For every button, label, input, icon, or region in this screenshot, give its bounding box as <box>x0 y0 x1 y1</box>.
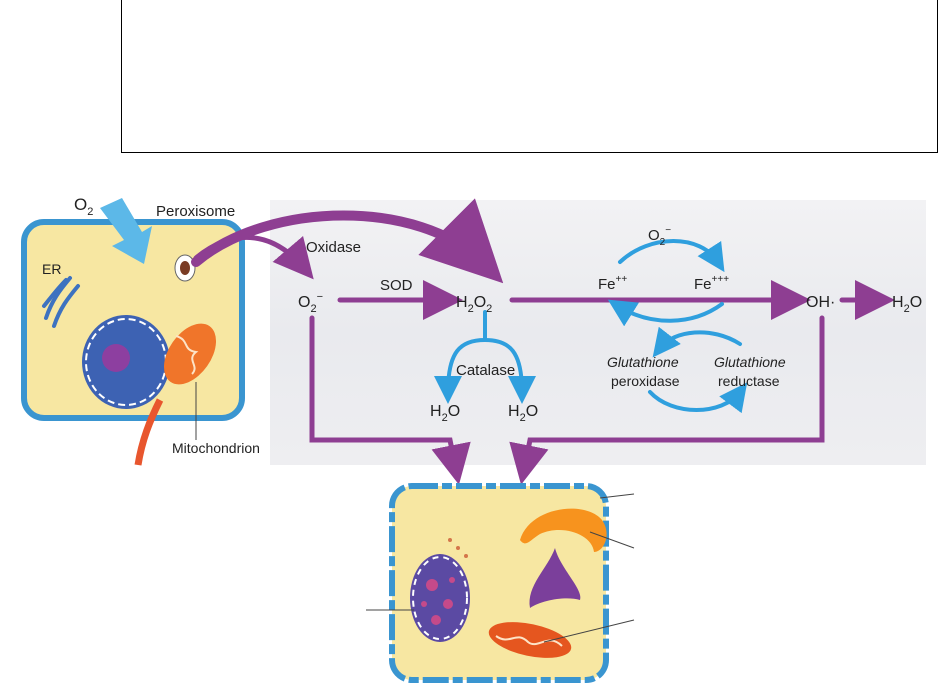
superoxide-label: O2− <box>298 291 323 315</box>
nucleus-icon <box>82 315 170 409</box>
pathway-arrows <box>191 198 895 485</box>
ferrous-iron-label: Fe++ <box>598 274 627 293</box>
glutathione-peroxidase-label-line1: Glutathione <box>607 354 679 370</box>
catalase-label: Catalase <box>456 362 515 379</box>
peroxisome-label: Peroxisome <box>156 203 235 220</box>
enzyme-arrows <box>434 239 748 414</box>
vacuole-icon <box>529 548 581 608</box>
water-label-2: H2O <box>508 403 538 424</box>
glutathione-reductase-label-line2: reductase <box>718 373 780 389</box>
er-icon <box>42 276 80 328</box>
glutathione-peroxidase-label-line2: peroxidase <box>611 373 680 389</box>
ferric-iron-label: Fe+++ <box>694 274 729 293</box>
damaged-cell <box>366 483 635 683</box>
final-water-label: H2O <box>892 294 922 315</box>
mitochondrion-icon <box>163 323 217 385</box>
hydroxyl-radical-label: OH· <box>806 294 835 311</box>
o2-label: O2 <box>74 195 93 218</box>
scanned-text-background <box>270 200 926 465</box>
er-label: ER <box>42 261 61 277</box>
o2-arrow-icon <box>100 198 152 264</box>
cycle-superoxide-label: O2− <box>648 225 671 248</box>
sod-label: SOD <box>380 277 413 294</box>
glutathione-reductase-label-line1: Glutathione <box>714 354 786 370</box>
peroxisome-icon <box>174 254 196 282</box>
h2o2-label: H2O2 <box>456 294 492 315</box>
fragmented-nucleus-icon <box>410 538 470 642</box>
normal-cell <box>21 219 245 466</box>
mitochondrion-label: Mitochondrion <box>172 440 260 456</box>
oxidase-label: Oxidase <box>306 239 361 256</box>
blank-answer-box <box>121 0 938 153</box>
water-label-1: H2O <box>430 403 460 424</box>
damaged-organelle-icon <box>520 508 607 552</box>
